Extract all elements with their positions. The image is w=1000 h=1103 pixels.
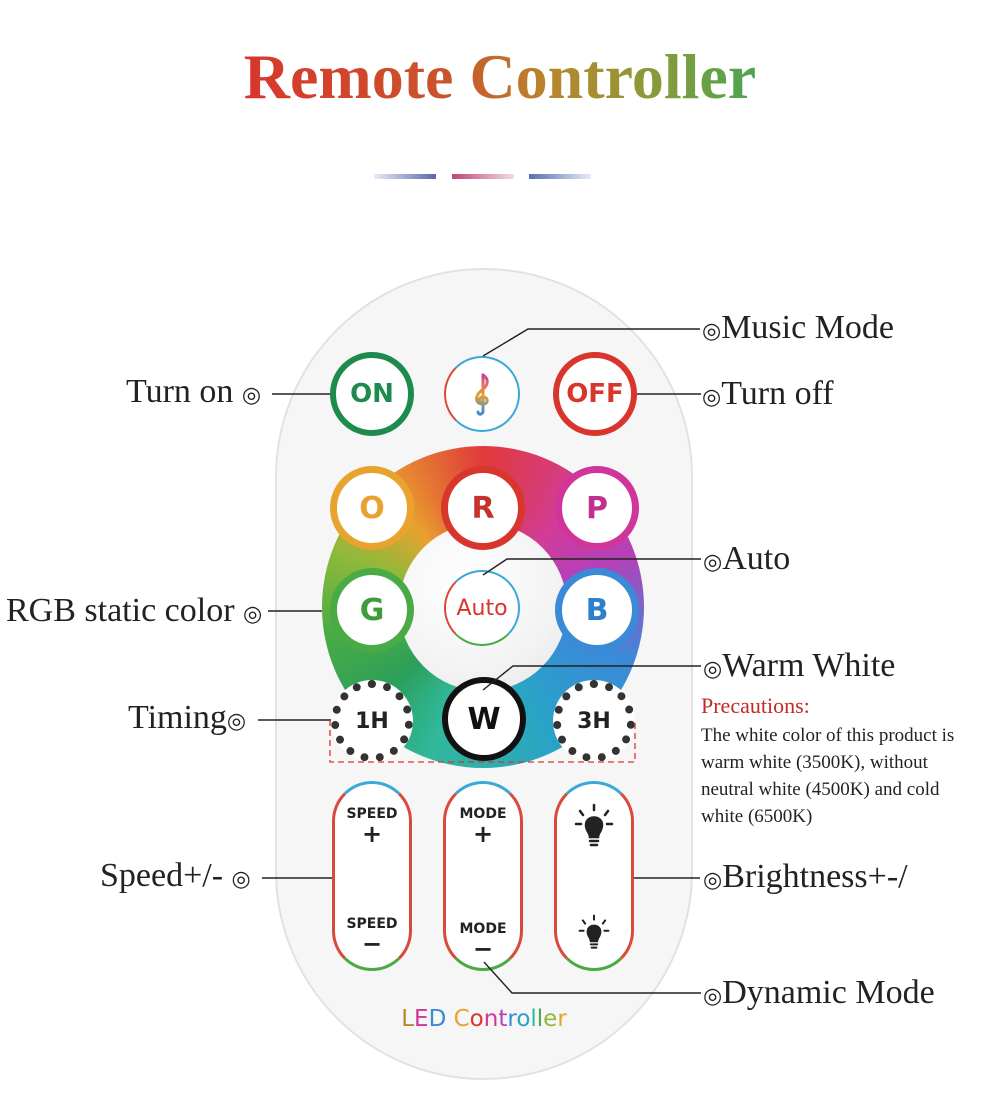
music-mode-button[interactable] bbox=[444, 356, 520, 432]
speed-minus-button[interactable]: SPEED− bbox=[346, 916, 398, 958]
purple-button[interactable]: P bbox=[555, 466, 639, 550]
precautions-text: The white color of this product is warm … bbox=[701, 722, 1000, 830]
mode-minus-button[interactable]: MODE− bbox=[459, 921, 507, 963]
precautions-line: neutral white (4500K) and cold bbox=[701, 779, 940, 800]
title-divider-left bbox=[374, 174, 436, 179]
label-timing: Timing◎ bbox=[128, 699, 247, 736]
title-divider-right bbox=[529, 174, 591, 179]
label-turn-off: ◎Turn off bbox=[702, 375, 834, 412]
label-dynamic-mode: ◎Dynamic Mode bbox=[703, 974, 935, 1011]
title-divider-center bbox=[452, 174, 514, 179]
precautions-line: The white color of this product is bbox=[701, 725, 955, 746]
label-auto: ◎Auto bbox=[703, 540, 791, 577]
label-warm-white: ◎Warm White bbox=[703, 647, 896, 684]
red-button[interactable]: R bbox=[441, 466, 525, 550]
label-speed: Speed+/- ◎ bbox=[100, 857, 251, 894]
label-turn-on: Turn on ◎ bbox=[126, 373, 262, 410]
light-bulb-icon bbox=[578, 914, 610, 949]
precautions-line: warm white (3500K), without bbox=[701, 752, 928, 773]
off-button[interactable]: OFF bbox=[553, 352, 637, 436]
label-rgb-static-color: RGB static color ◎ bbox=[6, 592, 263, 629]
green-button[interactable]: G bbox=[330, 568, 414, 652]
orange-button[interactable]: O bbox=[330, 466, 414, 550]
auto-button[interactable]: Auto bbox=[444, 570, 520, 646]
mode-plus-button[interactable]: MODE+ bbox=[459, 806, 507, 848]
on-button[interactable]: ON bbox=[330, 352, 414, 436]
precautions-title: Precautions: bbox=[701, 693, 810, 718]
blue-button[interactable]: B bbox=[555, 568, 639, 652]
brightness-up-button[interactable] bbox=[574, 803, 614, 853]
precautions-line: white (6500K) bbox=[701, 806, 813, 827]
page-title: Remote Controller bbox=[243, 41, 757, 112]
speed-pill bbox=[332, 781, 412, 971]
label-music-mode: ◎Music Mode bbox=[702, 309, 895, 346]
timer-1h-button[interactable]: 1H bbox=[331, 680, 413, 762]
label-brightness: ◎Brightness+-/ bbox=[703, 858, 908, 895]
mode-pill bbox=[443, 781, 523, 971]
speed-plus-button[interactable]: SPEED+ bbox=[346, 806, 398, 848]
music-note-icon bbox=[475, 373, 489, 416]
warm-white-button[interactable]: W bbox=[442, 677, 526, 761]
timer-3h-button[interactable]: 3H bbox=[553, 680, 635, 762]
brightness-down-button[interactable] bbox=[578, 914, 610, 954]
light-bulb-icon bbox=[574, 803, 614, 847]
brand-logo: LED Controller bbox=[401, 1006, 567, 1032]
